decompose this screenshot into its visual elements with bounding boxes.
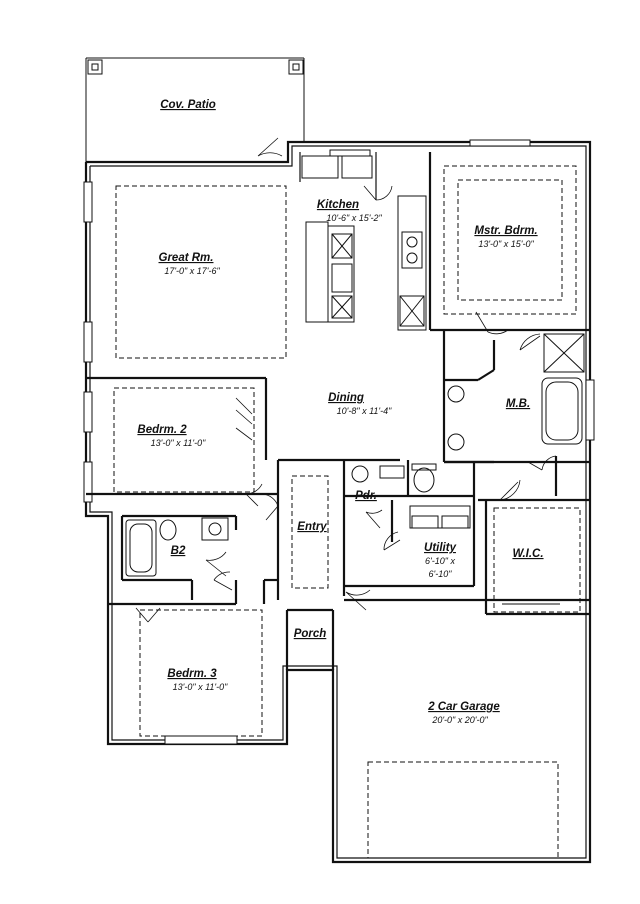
room-name-great-room: Great Rm. bbox=[159, 252, 214, 264]
room-name-bath-2: B2 bbox=[171, 545, 186, 557]
room-name-bedroom-2: Bedrm. 2 bbox=[137, 424, 187, 436]
room-name-entry: Entry bbox=[297, 521, 327, 533]
room-dims-utility-line-1: 6'-10" x bbox=[425, 556, 455, 566]
room-dims-kitchen: 10'-6" x 15'-2" bbox=[326, 213, 382, 223]
room-dims-bedroom-3: 13'-0" x 11'-0" bbox=[173, 682, 228, 692]
room-name-porch: Porch bbox=[294, 628, 327, 640]
room-dims-great-room: 17'-0" x 17'-6" bbox=[164, 266, 220, 276]
room-dims-master-bedroom: 13'-0" x 15'-0" bbox=[478, 239, 534, 249]
room-name-bedroom-3: Bedrm. 3 bbox=[167, 668, 217, 680]
room-name-master-bath: M.B. bbox=[506, 398, 530, 410]
room-name-powder: Pdr. bbox=[355, 490, 377, 502]
windows bbox=[83, 139, 595, 745]
room-dims-dining: 10'-8" x 11'-4" bbox=[337, 406, 392, 416]
ceiling-outlines bbox=[113, 165, 581, 859]
room-name-dining: Dining bbox=[328, 392, 364, 404]
room-name-kitchen: Kitchen bbox=[317, 199, 359, 211]
room-labels: Cov. Patio Kitchen 10'-6" x 15'-2" Great… bbox=[137, 99, 543, 725]
room-dims-bedroom-2: 13'-0" x 11'-0" bbox=[151, 438, 206, 448]
room-name-cov-patio: Cov. Patio bbox=[160, 99, 216, 111]
interior-walls bbox=[86, 152, 590, 670]
room-name-wic: W.I.C. bbox=[512, 548, 543, 560]
room-name-garage: 2 Car Garage bbox=[427, 701, 500, 713]
exterior-walls bbox=[84, 140, 592, 864]
room-name-master-bedroom: Mstr. Bdrm. bbox=[474, 225, 537, 237]
patio-outline bbox=[85, 57, 305, 162]
kitchen-fixtures bbox=[301, 155, 427, 331]
doors bbox=[135, 137, 557, 623]
room-dims-utility-line-2: 6'-10" bbox=[429, 569, 453, 579]
bath-fixtures bbox=[125, 333, 585, 605]
room-name-utility: Utility bbox=[424, 542, 457, 554]
room-dims-garage: 20'-0" x 20'-0" bbox=[431, 715, 488, 725]
